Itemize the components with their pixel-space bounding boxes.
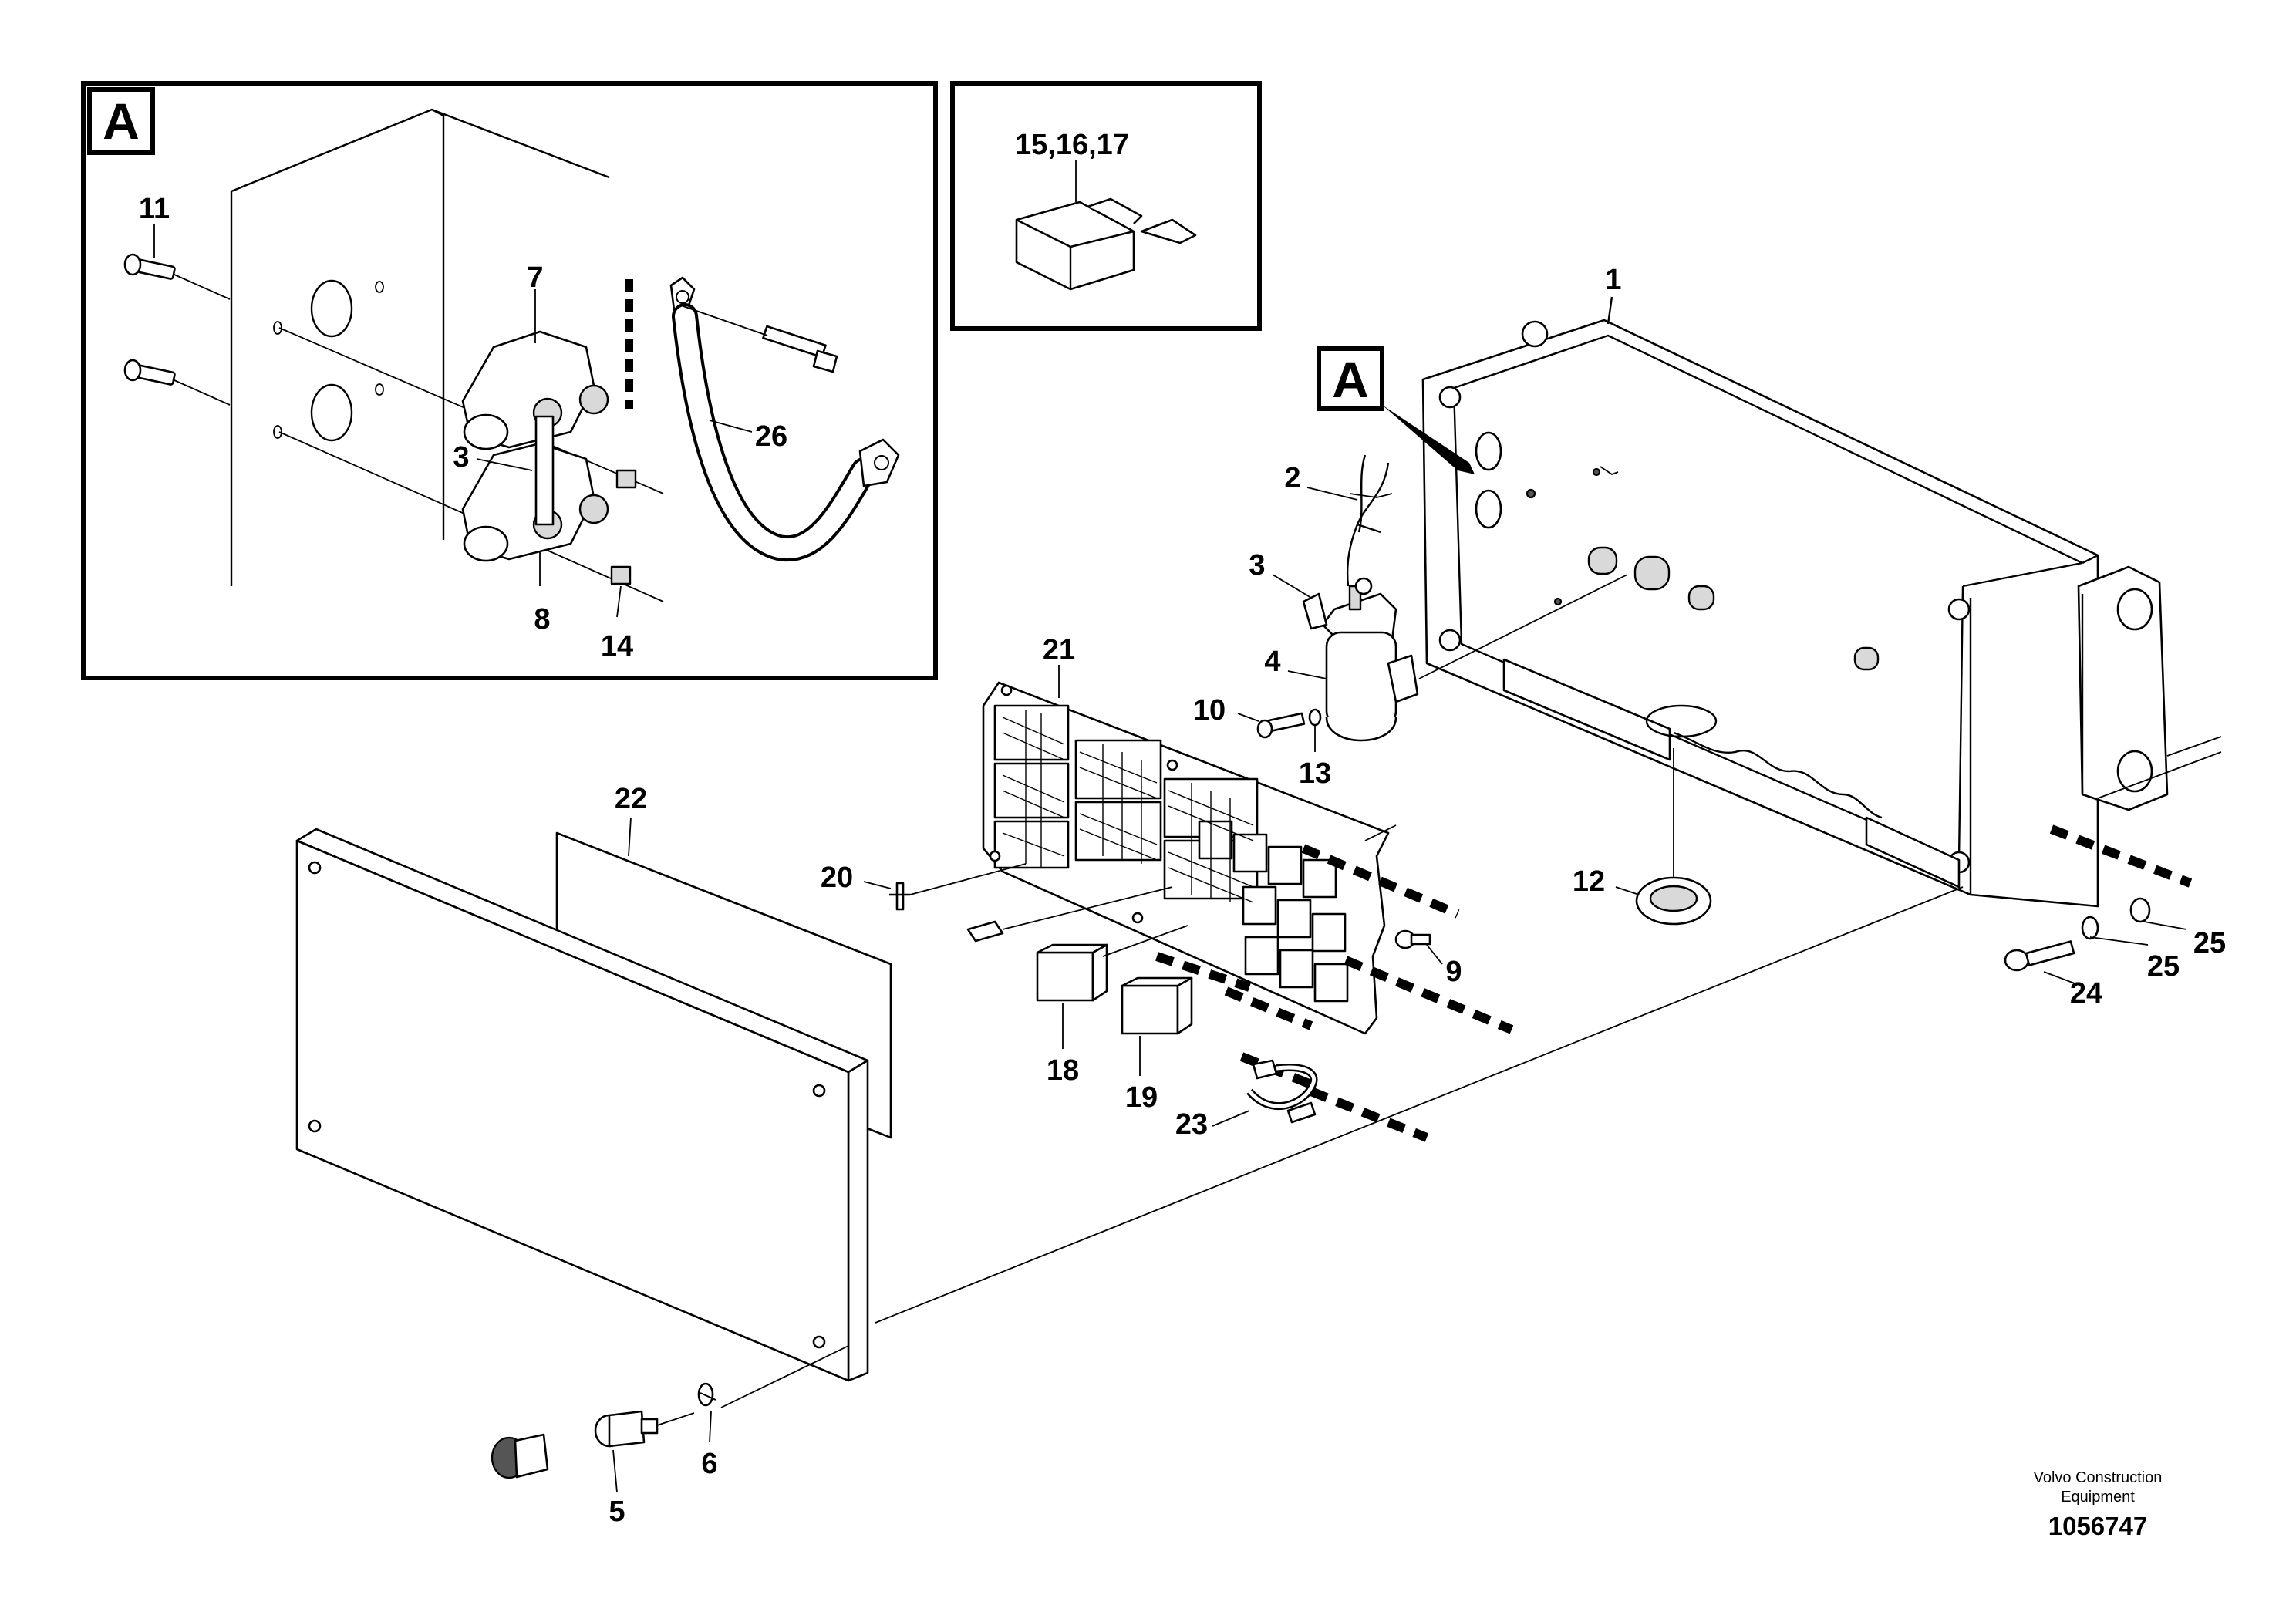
relay-card-21 xyxy=(982,681,1390,1035)
callout-3-detail: 3 xyxy=(453,441,469,474)
cable-23 xyxy=(1246,1059,1318,1124)
callout-3: 3 xyxy=(1249,549,1265,582)
detail-view-a-badge xyxy=(87,87,155,155)
cable-26 xyxy=(625,276,900,562)
callout-23: 23 xyxy=(1175,1108,1208,1141)
callout-a-marker: A xyxy=(1317,346,1475,474)
grommet-12 xyxy=(1635,748,1712,926)
washer-13 xyxy=(1308,708,1322,727)
relay-7 xyxy=(461,330,609,450)
callout-2: 2 xyxy=(1284,462,1300,494)
callout-20: 20 xyxy=(821,862,853,894)
callout-13: 13 xyxy=(1299,757,1331,790)
callout-8: 8 xyxy=(534,603,550,636)
relay-bank xyxy=(1198,820,1349,1003)
callout-12: 12 xyxy=(1573,865,1605,898)
callout-10: 10 xyxy=(1193,694,1226,727)
callout-21: 21 xyxy=(1043,634,1075,666)
electrical-box-1: 1 xyxy=(1421,264,2222,908)
brand-line-2: Equipment xyxy=(2061,1489,2135,1506)
detail-view-a: A xyxy=(81,81,938,680)
relay-8 xyxy=(461,442,609,562)
callout-24: 24 xyxy=(2070,977,2102,1010)
relay-4 xyxy=(1302,454,1419,742)
callout-4: 4 xyxy=(1264,646,1280,678)
brand-line-1: Volvo Construction xyxy=(2034,1469,2163,1486)
nut-14 xyxy=(610,565,632,585)
relay-19 xyxy=(1121,976,1193,1035)
washer-25-a xyxy=(2081,916,2099,940)
callout-5: 5 xyxy=(609,1496,625,1528)
callout-14: 14 xyxy=(601,630,633,663)
callout-25-a: 25 xyxy=(2147,950,2180,983)
callout-18: 18 xyxy=(1047,1054,1079,1087)
callout-9: 9 xyxy=(1445,956,1462,988)
callout-7: 7 xyxy=(527,261,543,294)
blade-fuse-small xyxy=(966,920,1004,943)
panel-wall xyxy=(230,108,610,586)
screw-lower xyxy=(123,359,231,406)
callout-19: 19 xyxy=(1125,1081,1158,1114)
callout-11: 11 xyxy=(139,193,170,225)
knob-5 xyxy=(491,1410,695,1479)
callout-26: 26 xyxy=(755,420,787,453)
nut-14-upper xyxy=(615,469,637,489)
callout-1: 1 xyxy=(1605,264,1621,296)
screw-11 xyxy=(123,253,231,300)
cover-22 xyxy=(295,828,892,1382)
callout-22: 22 xyxy=(615,783,647,815)
link-bar-3 xyxy=(534,415,555,526)
callout-25-b: 25 xyxy=(2193,927,2226,959)
fuse-detail-view: 15,16,17 xyxy=(950,81,1262,331)
relay-18 xyxy=(1036,943,1108,1002)
washer-25-b xyxy=(2129,897,2151,923)
washer-6 xyxy=(697,1382,716,1407)
fuse-20 xyxy=(889,882,910,911)
callout-6: 6 xyxy=(701,1448,717,1480)
callout-a-label: A xyxy=(1332,351,1369,408)
blade-fuse xyxy=(1015,197,1197,291)
document-number: 1056747 xyxy=(2048,1512,2147,1540)
fuse-detail-label: 15,16,17 xyxy=(1015,129,1129,161)
bolt-24 xyxy=(2004,897,2151,972)
screw-9 xyxy=(1394,929,1431,949)
screw-10 xyxy=(1256,708,1322,739)
detail-view-a-label: A xyxy=(103,93,140,150)
